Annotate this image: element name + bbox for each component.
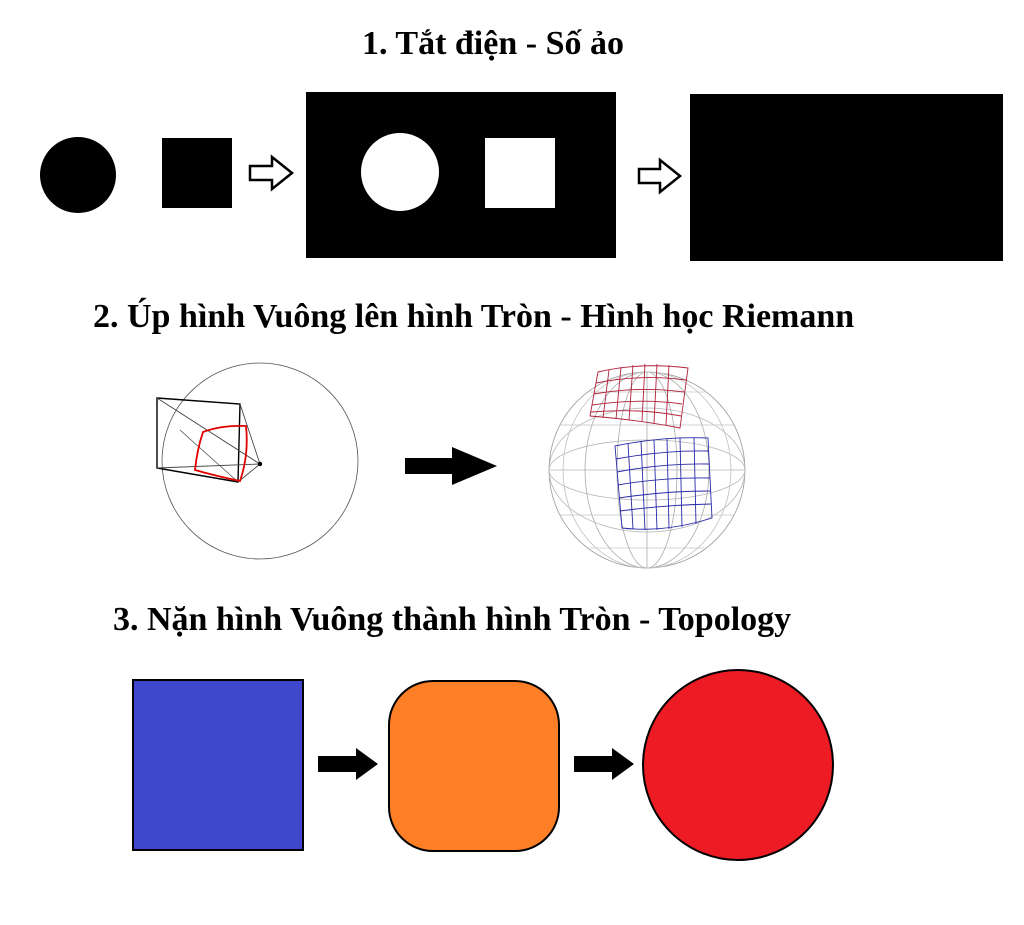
outline-arrow-right-icon (637, 157, 683, 195)
sphere-blue-grid-patch (614, 437, 713, 531)
section-2-title: 2. Úp hình Vuông lên hình Tròn - Hình họ… (93, 298, 855, 335)
riemann-projection-figure (156, 362, 359, 560)
white-square (485, 138, 555, 208)
solid-arrow-right-icon (405, 447, 497, 485)
solid-arrow-right-icon (318, 748, 378, 780)
black-square (162, 138, 232, 208)
section-1-title: 1. Tắt điện - Số ảo (362, 25, 624, 62)
solid-arrow-right-icon (574, 748, 634, 780)
black-circle (40, 137, 116, 213)
sphere-red-grid-patch (589, 363, 689, 429)
red-circle (642, 669, 834, 861)
orange-rounded-square (388, 680, 560, 852)
section-3-title: 3. Nặn hình Vuông thành hình Tròn - Topo… (113, 601, 792, 638)
inverted-black-panel (306, 92, 616, 258)
outline-arrow-right-icon (248, 154, 295, 192)
sphere-wireframe (548, 371, 746, 569)
white-circle (361, 133, 439, 211)
blue-square (132, 679, 304, 851)
full-black-panel (690, 94, 1003, 261)
